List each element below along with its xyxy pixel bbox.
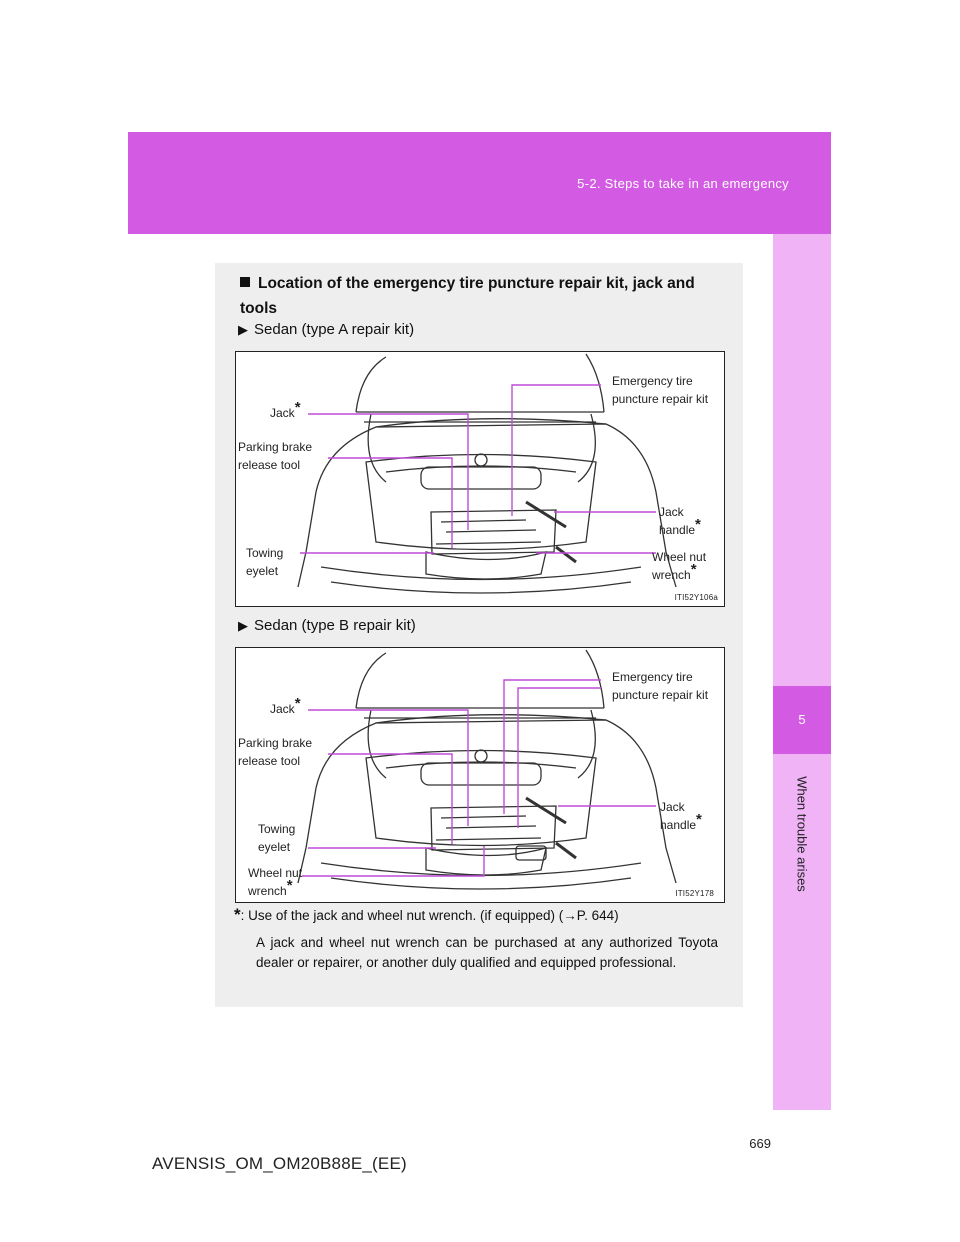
label-jack-handle-text-2: handle [659,523,696,537]
label-towing-text: Towing [246,546,284,560]
chapter-side-strip [773,234,831,1110]
right-arrow-icon: ▶ [238,322,248,337]
black-square-icon [240,277,250,287]
header-bar: 5-2. Steps to take in an emergency [128,132,831,234]
car-trunk-drawing-b [297,649,677,890]
right-arrow-icon: ▶ [238,618,248,633]
label-towing-text-2: eyelet [246,564,279,578]
label-parking-brake-text-2: release tool [238,458,301,472]
label-jack-handle-text-2: handle [660,818,697,832]
label-parking-brake-text: Parking brake [238,440,313,454]
figure-b-illustration: Jack* Parking brake release tool Towing ey… [235,647,725,903]
label-repair-kit-text-2: puncture repair kit [612,392,709,406]
figure-b-heading-text: Sedan (type B repair kit) [254,617,416,634]
label-wheel-nut-text-2: wrench [248,884,287,898]
label-repair-kit-text: Emergency tire [612,374,693,388]
label-towing-text: Towing [258,822,296,836]
figure-a-heading-text: Sedan (type A repair kit) [254,321,415,338]
figure-b-heading: ▶ Sedan (type B repair kit) [238,617,416,634]
chapter-title-text: When trouble arises [794,776,810,892]
label-towing-text-2: eyelet [258,840,291,854]
label-wheel-nut-text: Wheel nut [248,866,303,880]
label-repair-kit: Emergency tire puncture repair kit [612,372,708,408]
figure-b-code: ITI52Y178 [675,889,714,898]
label-jack: Jack* [270,695,301,716]
label-jack-handle-text: Jack [659,505,684,519]
document-code: AVENSIS_OM_OM20B88E_(EE) [152,1154,407,1173]
figure-a-illustration: Jack* Parking brake release tool Towing ey… [235,351,725,607]
label-jack-handle-text: Jack [660,800,685,814]
label-towing-eyelet: Towing eyelet [258,820,295,856]
section-header: 5-2. Steps to take in an emergency [577,176,789,191]
label-jack-text: Jack [270,406,295,420]
footnote-marker: * [234,905,241,924]
label-repair-kit-text: Emergency tire [612,670,693,684]
label-jack: Jack* [270,399,301,420]
figure-a-code: ITI52Y106a [674,593,718,602]
label-parking-brake-text: Parking brake [238,736,313,750]
page-number: 669 [749,1136,771,1151]
label-parking-brake-tool: Parking brake release tool [238,438,312,474]
label-repair-kit-text-2: puncture repair kit [612,688,709,702]
label-wheel-nut-text: Wheel nut [652,550,707,564]
footnote-body: A jack and wheel nut wrench can be purch… [256,935,718,970]
label-wheel-nut-text-2: wrench [652,568,691,582]
footnote-text: : Use of the jack and wheel nut wrench. … [240,908,619,923]
footnote: *: Use of the jack and wheel nut wrench.… [234,905,724,925]
section-title-text: Location of the emergency tire puncture … [240,275,695,317]
section-title: Location of the emergency tire puncture … [240,271,730,321]
label-repair-kit: Emergency tire puncture repair kit [612,668,708,704]
label-towing-eyelet: Towing eyelet [246,544,283,580]
label-parking-brake-tool: Parking brake release tool [238,734,312,770]
label-parking-brake-text-2: release tool [238,754,301,768]
figure-a-heading: ▶ Sedan (type A repair kit) [238,321,414,338]
label-jack-text: Jack [270,702,295,716]
chapter-number-tab[interactable]: 5 [773,686,831,754]
chapter-title-label: When trouble arises [773,754,831,914]
car-trunk-drawing-a [297,353,677,594]
